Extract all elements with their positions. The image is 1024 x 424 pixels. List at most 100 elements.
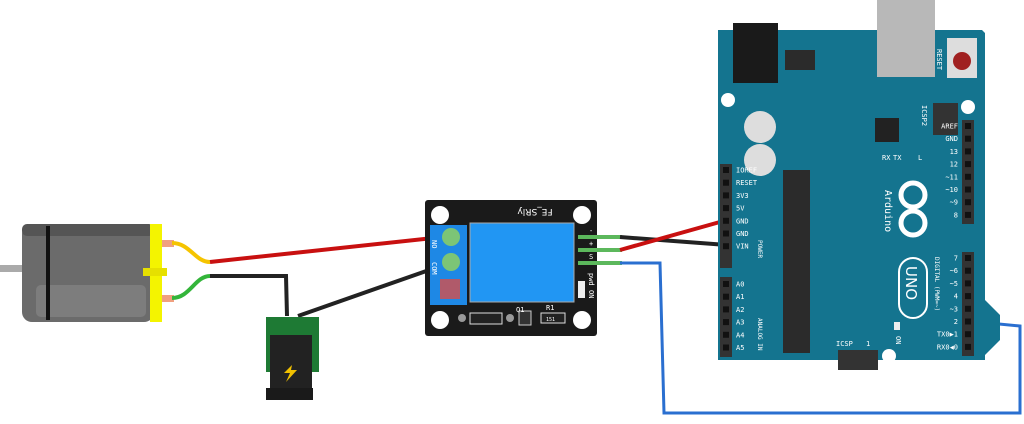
pin-label: +	[589, 240, 593, 248]
header-pin[interactable]	[965, 199, 971, 206]
black-wire-gnd[interactable]	[619, 235, 728, 247]
pin-label: ~9	[950, 199, 958, 207]
dc-barrel-jack	[733, 23, 778, 83]
on-label: ON	[894, 336, 902, 344]
led-label: pwd	[587, 273, 595, 286]
relay-title: FE_SRly	[517, 206, 553, 216]
relay-coil	[469, 222, 575, 303]
header-pin[interactable]	[965, 135, 971, 142]
pin-label: 12	[950, 161, 958, 169]
header-pin[interactable]	[965, 267, 971, 274]
pin-label: RX0◀0	[937, 343, 958, 351]
header-pin[interactable]	[723, 192, 729, 199]
header-pin[interactable]	[723, 217, 729, 224]
icsp-pin1-label: 1	[866, 340, 870, 348]
pin-label: 3V3	[736, 192, 749, 200]
pin-label: 8	[954, 211, 958, 219]
pin-label: ~11	[945, 173, 958, 181]
header-pin[interactable]	[723, 179, 729, 186]
header-pin[interactable]	[965, 211, 971, 218]
relay-module: FE_SRly NO COM - + S pwd ON Q1 151 R1	[425, 200, 622, 336]
header-pin[interactable]	[723, 230, 729, 237]
pin-label: A1	[736, 293, 744, 301]
led-label: L	[918, 154, 922, 162]
arduino-uno: RESET ICSP2 RX TX L Arduino UNO IOREFRES…	[718, 0, 1000, 370]
pin-label: S	[589, 253, 593, 261]
arduino-model: UNO	[902, 266, 920, 300]
pin-label: IOREF	[736, 167, 757, 175]
power-led	[578, 281, 585, 298]
pin-label: VIN	[736, 243, 749, 251]
header-pin[interactable]	[723, 344, 729, 351]
led-label: RX	[882, 154, 891, 162]
header-pin[interactable]	[965, 331, 971, 338]
transistor-label: Q1	[516, 306, 524, 314]
pin-label: A0	[736, 281, 744, 289]
pin-label: A5	[736, 344, 744, 352]
header-pin[interactable]	[965, 148, 971, 155]
dc-motor	[0, 224, 174, 322]
analog-title: ANALOG IN	[756, 318, 763, 351]
red-wire-motor[interactable]	[209, 234, 453, 264]
icsp-label: ICSP	[836, 340, 853, 348]
microcontroller	[783, 170, 810, 353]
pin-label: AREF	[941, 123, 958, 131]
pin-label: 2	[954, 318, 958, 326]
header-pin[interactable]	[723, 281, 729, 287]
header-pin[interactable]	[965, 255, 971, 261]
pin-label: RESET	[736, 179, 758, 187]
terminal-label: NO	[430, 240, 438, 248]
header-pin[interactable]	[965, 343, 971, 350]
pin-label: 7	[954, 255, 958, 263]
header-pin[interactable]	[965, 123, 971, 129]
pin-label: ~5	[950, 280, 958, 288]
pin-label: A4	[736, 331, 744, 339]
digital-header-high	[962, 120, 974, 224]
resistor-label: R1	[546, 304, 554, 312]
pin-label: A3	[736, 319, 744, 327]
led-label: TX	[893, 154, 902, 162]
header-pin[interactable]	[965, 280, 971, 287]
pin-label: ~3	[950, 305, 958, 313]
pin-label: 4	[954, 293, 958, 301]
pin-label: 13	[950, 148, 958, 156]
digital-title: DIGITAL (PWM=~)	[933, 257, 940, 311]
usb-port	[877, 0, 935, 77]
resistor-value: 151	[546, 317, 555, 323]
pin-label: TX0▶1	[937, 331, 958, 339]
header-pin[interactable]	[965, 305, 971, 312]
pin-label: GND	[736, 230, 749, 238]
power-header	[720, 164, 732, 268]
pin-label: A2	[736, 306, 744, 314]
header-pin[interactable]	[965, 161, 971, 168]
arduino-brand: Arduino	[882, 190, 893, 232]
icsp2-label: ICSP2	[920, 105, 928, 126]
power-title: POWER	[756, 240, 763, 258]
black-wire-motor-jack[interactable]	[210, 274, 289, 317]
header-pin[interactable]	[723, 167, 729, 173]
header-pin[interactable]	[723, 306, 729, 313]
power-jack	[266, 317, 319, 400]
header-pin[interactable]	[965, 173, 971, 180]
header-pin[interactable]	[723, 243, 729, 250]
header-pin[interactable]	[965, 186, 971, 193]
header-pin[interactable]	[723, 293, 729, 300]
blue-wire-signal[interactable]	[620, 261, 1022, 415]
red-wire-5v[interactable]	[619, 218, 728, 252]
pin-label: ~6	[950, 267, 958, 275]
green-wire[interactable]	[171, 274, 211, 300]
pin-label: 5V	[736, 205, 745, 213]
header-pin[interactable]	[723, 205, 729, 212]
header-pin[interactable]	[723, 331, 729, 338]
header-pin[interactable]	[723, 319, 729, 326]
reset-label: RESET	[935, 49, 943, 71]
yellow-wire[interactable]	[171, 241, 211, 264]
led-label: ON	[587, 290, 595, 298]
terminal-label: COM	[430, 262, 438, 275]
header-pin[interactable]	[965, 318, 971, 325]
pin-label: GND	[945, 135, 958, 143]
pin-label: GND	[736, 217, 749, 225]
header-pin[interactable]	[965, 293, 971, 300]
pin-label: ~10	[945, 186, 958, 194]
